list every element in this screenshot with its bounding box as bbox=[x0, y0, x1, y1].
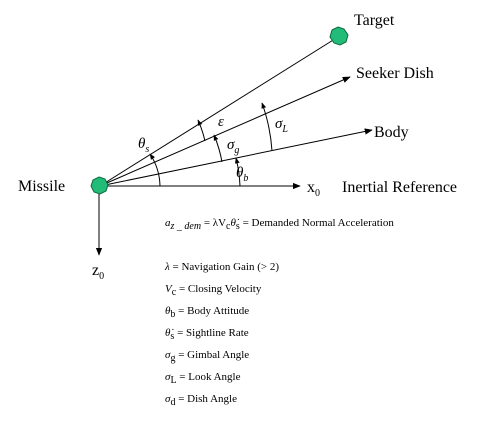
legend-item: θb = Body Attitude bbox=[165, 305, 249, 320]
theta-b-label: θb bbox=[236, 165, 248, 184]
sigma-L-label: σL bbox=[275, 116, 288, 135]
seeker-dish-label: Seeker Dish bbox=[356, 65, 434, 82]
missile-node bbox=[90, 176, 109, 195]
epsilon-arc bbox=[197, 119, 206, 142]
inertial-reference-label: Inertial Reference bbox=[342, 179, 457, 196]
epsilon-label: ε bbox=[218, 114, 224, 130]
sigma-g-arc bbox=[213, 134, 223, 163]
missile-label: Missile bbox=[18, 178, 65, 195]
x0-label: x0 bbox=[307, 179, 320, 199]
legend-item: σL = Look Angle bbox=[165, 371, 241, 386]
legend-item: θ̇s = Sightline Rate bbox=[165, 327, 249, 342]
demanded-acceleration-equation: az _ dem = λVcθ̇s = Demanded Normal Acce… bbox=[165, 217, 394, 232]
z0-label: z0 bbox=[92, 262, 104, 282]
sigma-L-arc bbox=[261, 102, 273, 152]
theta-s-label: θs bbox=[138, 136, 149, 155]
legend-item: σg = Gimbal Angle bbox=[165, 349, 249, 364]
sigma-g-label: σg bbox=[227, 137, 239, 156]
target-label: Target bbox=[354, 12, 395, 29]
legend-item: Vc = Closing Velocity bbox=[165, 283, 262, 298]
body-label: Body bbox=[374, 124, 409, 141]
theta-b-arc bbox=[234, 157, 241, 187]
legend-item: σd = Dish Angle bbox=[165, 393, 237, 408]
legend-item: λ = Navigation Gain (> 2) bbox=[164, 261, 279, 273]
symbol-legend: λ = Navigation Gain (> 2) Vc = Closing Ve… bbox=[164, 261, 279, 408]
target-node bbox=[329, 26, 349, 46]
theta-s-arc bbox=[149, 153, 161, 187]
seeker-dish-axis bbox=[99, 76, 351, 187]
sightline-to-target bbox=[99, 36, 339, 187]
